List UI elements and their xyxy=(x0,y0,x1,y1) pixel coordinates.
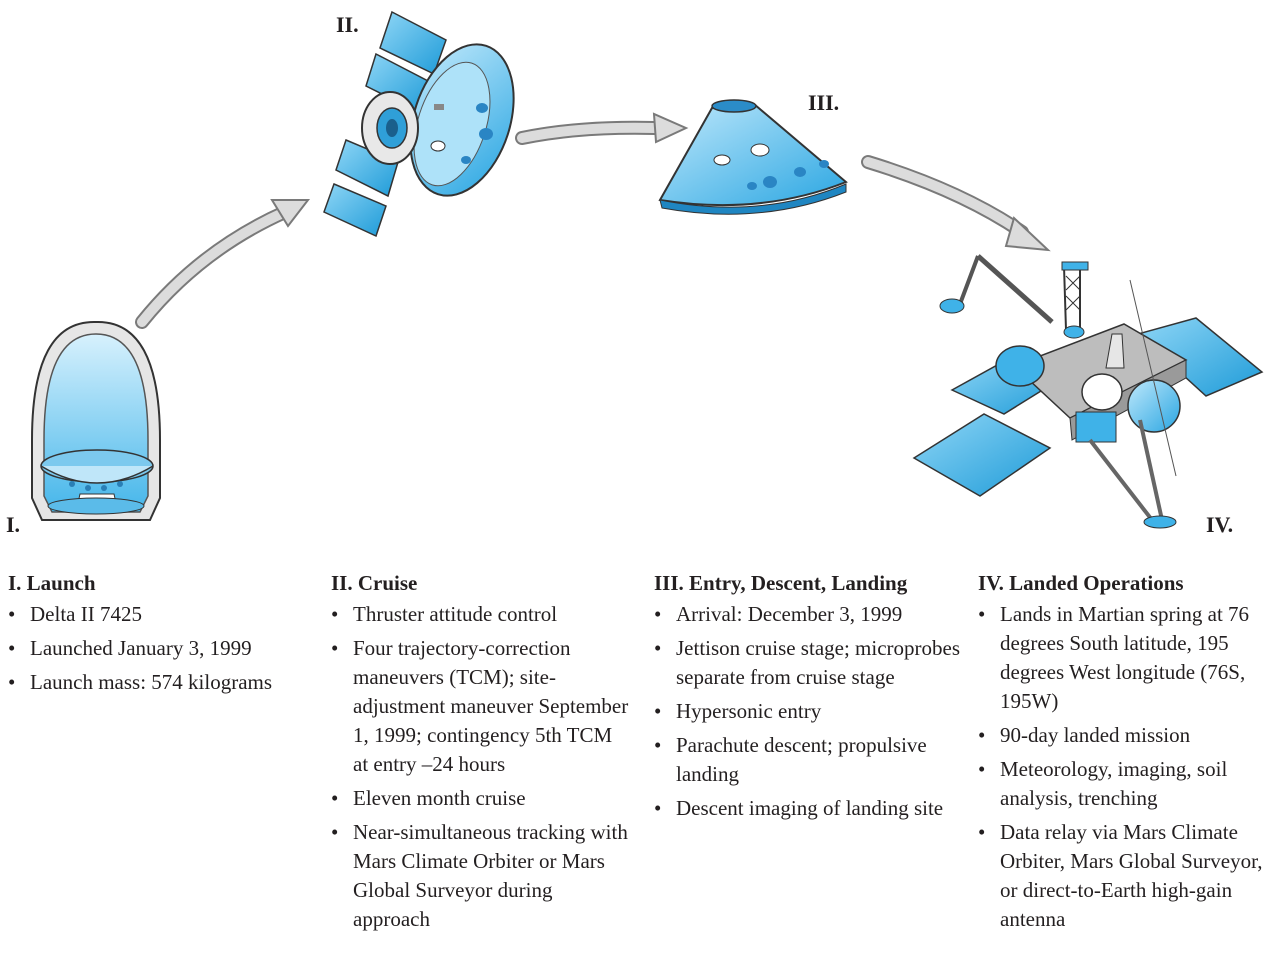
entry-column: III. Entry, Descent, Landing Arrival: De… xyxy=(654,570,960,828)
list-item: Launched January 3, 1999 xyxy=(8,634,313,663)
list-item: Jettison cruise stage; microprobes separ… xyxy=(654,634,960,692)
stage-marker-launch: I. xyxy=(6,512,21,537)
landed-column: IV. Landed Operations Lands in Martian s… xyxy=(978,570,1266,939)
list-item: Data relay via Mars Climate Orbiter, Mar… xyxy=(978,818,1266,934)
flow-arrow-launch-to-cruise xyxy=(135,199,311,329)
list-item: Four trajectory-correction maneuvers (TC… xyxy=(331,634,631,779)
list-item: Descent imaging of landing site xyxy=(654,794,960,823)
list-item: 90-day landed mission xyxy=(978,721,1266,750)
lander-illustration xyxy=(912,254,1264,529)
mission-illustration xyxy=(31,10,1264,529)
list-item: Near-simultaneous tracking with Mars Cli… xyxy=(331,818,631,934)
landed-list: Lands in Martian spring at 76 degrees So… xyxy=(978,600,1266,934)
stage-marker-landed: IV. xyxy=(1206,512,1234,537)
list-item: Parachute descent; propulsive landing xyxy=(654,731,960,789)
cruise-list: Thruster attitude control Four trajector… xyxy=(331,600,631,934)
cruise-spacecraft-illustration xyxy=(323,10,515,238)
landed-heading: IV. Landed Operations xyxy=(978,571,1184,595)
list-item: Eleven month cruise xyxy=(331,784,631,813)
list-item: Launch mass: 574 kilograms xyxy=(8,668,313,697)
cruise-column: II. Cruise Thruster attitude control Fou… xyxy=(331,570,631,939)
list-item: Arrival: December 3, 1999 xyxy=(654,600,960,629)
cruise-heading: II. Cruise xyxy=(331,571,418,595)
flow-arrow-entry-to-landed xyxy=(861,155,1051,252)
entry-list: Arrival: December 3, 1999 Jettison cruis… xyxy=(654,600,960,823)
list-item: Hypersonic entry xyxy=(654,697,960,726)
entry-heading: III. Entry, Descent, Landing xyxy=(654,571,908,595)
launch-heading: I. Launch xyxy=(8,571,96,595)
list-item: Thruster attitude control xyxy=(331,600,631,629)
list-item: Lands in Martian spring at 76 degrees So… xyxy=(978,600,1266,716)
stage-marker-cruise: II. xyxy=(336,12,359,37)
flow-arrow-cruise-to-entry xyxy=(515,112,689,145)
launch-fairing-illustration xyxy=(31,320,161,521)
launch-list: Delta II 7425 Launched January 3, 1999 L… xyxy=(8,600,313,697)
entry-capsule-illustration xyxy=(658,99,848,215)
list-item: Delta II 7425 xyxy=(8,600,313,629)
launch-column: I. Launch Delta II 7425 Launched January… xyxy=(8,570,313,702)
list-item: Meteorology, imaging, soil analysis, tre… xyxy=(978,755,1266,813)
stage-marker-entry: III. xyxy=(808,90,840,115)
